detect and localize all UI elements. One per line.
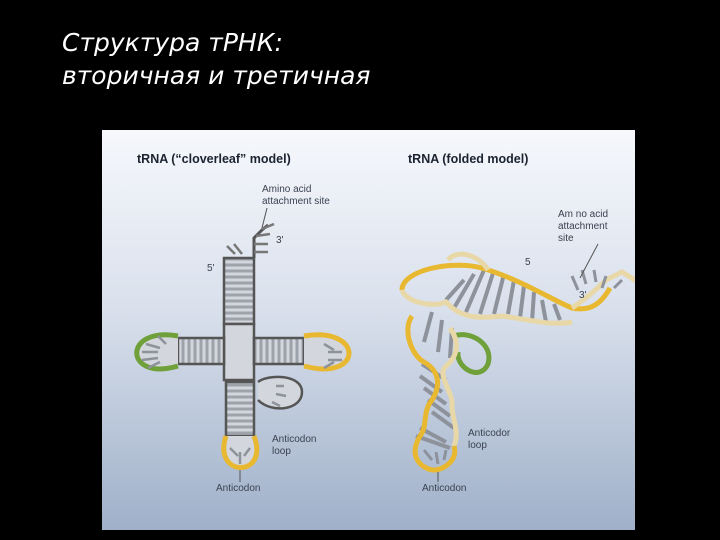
fd-amino-label-3: site [558, 233, 574, 244]
cloverleaf-model: Amino acid attachment site 3' 5' Anticod… [134, 184, 352, 494]
variable-loop [257, 375, 304, 410]
fd-prime5: 5 [525, 257, 531, 268]
cloverleaf-header: tRNA (“cloverleaf” model) [137, 152, 291, 166]
fd-amino-label-2: attachment [558, 221, 608, 232]
cl-amino-pointer [261, 207, 268, 229]
fd-amino-pointer [579, 243, 599, 279]
folded-strand-top-yellow [399, 262, 613, 312]
folded-d-loop [453, 332, 492, 375]
cl-anticodon-loop-label-2: loop [272, 446, 291, 457]
central-junction [222, 322, 256, 382]
folded-strand-right-tan [440, 326, 459, 447]
anticodon-stem [224, 380, 256, 438]
folded-model: Am no acid attachment site 5 3' Anticodo… [399, 209, 635, 494]
fd-amino-label-1: Am no acid [558, 209, 608, 220]
slide-title: Структура тРНК: вторичная и третичная [62, 26, 370, 92]
fd-prime3: 3' [579, 290, 587, 301]
folded-anticodon-loop [412, 434, 458, 473]
cl-anticodon-loop-label-1: Anticodon [272, 434, 316, 445]
cl-amino-label-1: Amino acid [262, 184, 311, 195]
folded-strand-top-tan [399, 288, 573, 326]
anticodon-loop [221, 435, 260, 470]
cl-prime5: 5' [207, 263, 215, 274]
folded-strand-left-yellow [405, 314, 441, 438]
cl-anticodon-label: Anticodon [216, 483, 260, 494]
title-line-2: вторичная и третичная [62, 61, 371, 90]
fd-anticodon-label: Anticodon [422, 483, 466, 494]
trna-diagram: tRNA (“cloverleaf” model) tRNA (folded m… [134, 152, 635, 494]
folded-header: tRNA (folded model) [408, 152, 528, 166]
cl-amino-label-2: attachment site [262, 196, 330, 207]
cl-prime3: 3' [276, 235, 284, 246]
trna-figure: tRNA (“cloverleaf” model) tRNA (folded m… [102, 130, 635, 530]
fd-anticodon-loop-label-1: Anticodor [468, 428, 511, 439]
acceptor-stem [222, 256, 256, 326]
title-line-1: Структура тРНК: [62, 28, 283, 57]
d-arm-stem [176, 336, 226, 366]
folded-strand-loop [446, 251, 491, 272]
fd-anticodon-loop-label-2: loop [468, 440, 487, 451]
t-loop [303, 332, 352, 372]
t-arm-stem [252, 336, 306, 366]
